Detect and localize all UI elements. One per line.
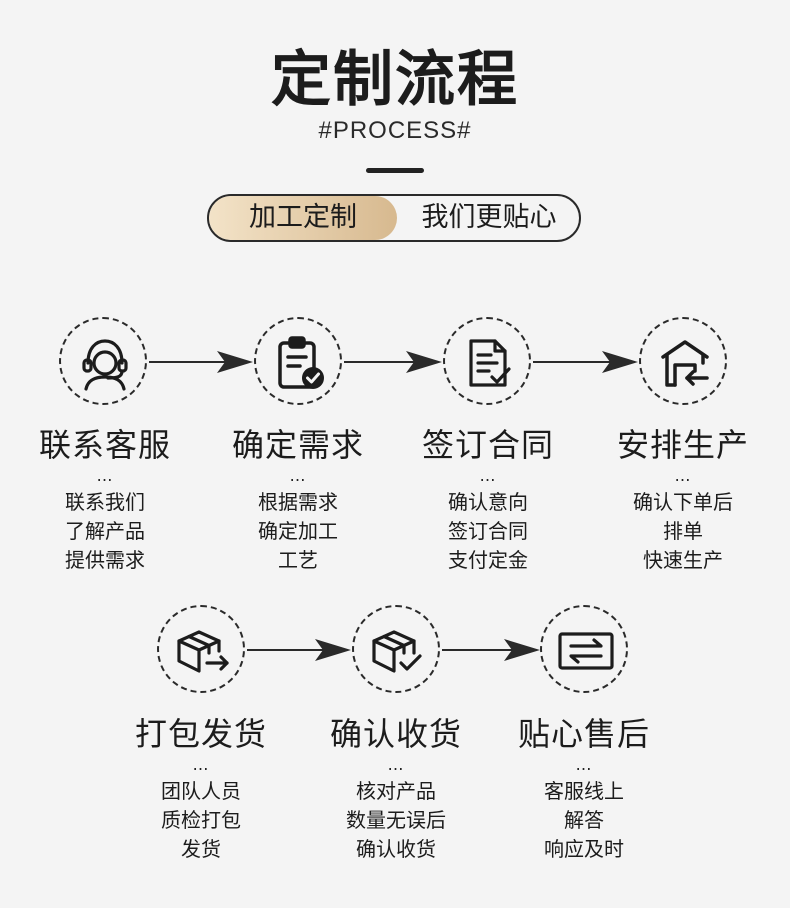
- clipboard-check-icon: [278, 336, 324, 389]
- step-1-line-1: 联系我们: [65, 490, 145, 514]
- step-6-title: 确认收货: [329, 715, 462, 753]
- step-7-description: 客服线上 解答 响应及时: [489, 777, 679, 864]
- step-3-description: 确认意向 签订合同 支付定金: [393, 488, 583, 575]
- step-7-title: 贴心售后: [517, 715, 650, 753]
- slogan-pill-right: 我们更贴心: [421, 202, 557, 233]
- step-3-line-1: 确认意向: [448, 490, 528, 514]
- step-1-title: 联系客服: [38, 426, 171, 464]
- step-4-title: 安排生产: [616, 426, 749, 464]
- step-1-line-2: 了解产品: [65, 519, 145, 543]
- step-2-circle: [254, 317, 342, 405]
- step-6-line-3: 确认收货: [356, 837, 436, 861]
- package-check-icon: [372, 630, 422, 673]
- step-3-dots: …: [479, 466, 497, 485]
- slogan-pill-left: 加工定制: [209, 196, 397, 240]
- step-2-line-1: 根据需求: [258, 490, 338, 514]
- exchange-arrows-icon: [558, 632, 614, 670]
- step-6-dots: …: [387, 755, 405, 774]
- page-title: 定制流程: [271, 45, 519, 115]
- step-5-title: 打包发货: [134, 715, 267, 753]
- step-5-line-1: 团队人员: [161, 779, 241, 803]
- contract-document-icon: [469, 339, 511, 387]
- factory-warehouse-icon: [661, 340, 709, 387]
- step-7-line-2: 解答: [564, 808, 604, 832]
- title-divider: [366, 168, 424, 173]
- step-6-line-1: 核对产品: [356, 779, 436, 803]
- step-2-line-3: 工艺: [278, 548, 318, 572]
- step-2-description: 根据需求 确定加工 工艺: [203, 488, 393, 575]
- step-7-dots: …: [575, 755, 593, 774]
- step-2-to-3-arrow: [344, 351, 442, 373]
- step-4-circle: [639, 317, 727, 405]
- customer-service-headset-icon: [82, 339, 128, 391]
- step-7-line-3: 响应及时: [544, 837, 624, 861]
- step-6-circle: [352, 605, 440, 693]
- step-4-description: 确认下单后 排单 快速生产: [588, 488, 778, 575]
- step-6-description: 核对产品 数量无误后 确认收货: [301, 777, 491, 864]
- step-7-circle: [540, 605, 628, 693]
- step-5-line-3: 发货: [181, 837, 221, 861]
- slogan-pill: 加工定制 我们更贴心: [207, 194, 581, 242]
- step-1-dots: …: [96, 466, 114, 485]
- step-5-circle: [157, 605, 245, 693]
- step-3-title: 签订合同: [421, 426, 554, 464]
- step-7-line-1: 客服线上: [544, 779, 624, 803]
- step-4-line-2: 排单: [663, 519, 703, 543]
- step-5-description: 团队人员 质检打包 发货: [106, 777, 296, 864]
- step-3-circle: [443, 317, 531, 405]
- step-1-circle: [59, 317, 147, 405]
- step-5-line-2: 质检打包: [161, 808, 241, 832]
- step-5-to-6-arrow: [247, 639, 351, 661]
- page-subtitle: #PROCESS#: [318, 117, 472, 144]
- step-4-line-3: 快速生产: [643, 548, 723, 572]
- step-2-title: 确定需求: [231, 426, 364, 464]
- step-4-dots: …: [674, 466, 692, 485]
- step-1-description: 联系我们 了解产品 提供需求: [10, 488, 200, 575]
- step-2-dots: …: [289, 466, 307, 485]
- step-6-to-7-arrow: [442, 639, 540, 661]
- package-ship-icon: [177, 630, 229, 673]
- step-3-line-2: 签订合同: [448, 519, 528, 543]
- step-1-to-2-arrow: [149, 351, 253, 373]
- step-3-to-4-arrow: [533, 351, 638, 373]
- step-4-line-1: 确认下单后: [633, 490, 733, 514]
- step-1-line-3: 提供需求: [65, 548, 145, 572]
- step-3-line-3: 支付定金: [448, 548, 528, 572]
- step-2-line-2: 确定加工: [258, 519, 338, 543]
- step-6-line-2: 数量无误后: [346, 808, 446, 832]
- step-5-dots: …: [192, 755, 210, 774]
